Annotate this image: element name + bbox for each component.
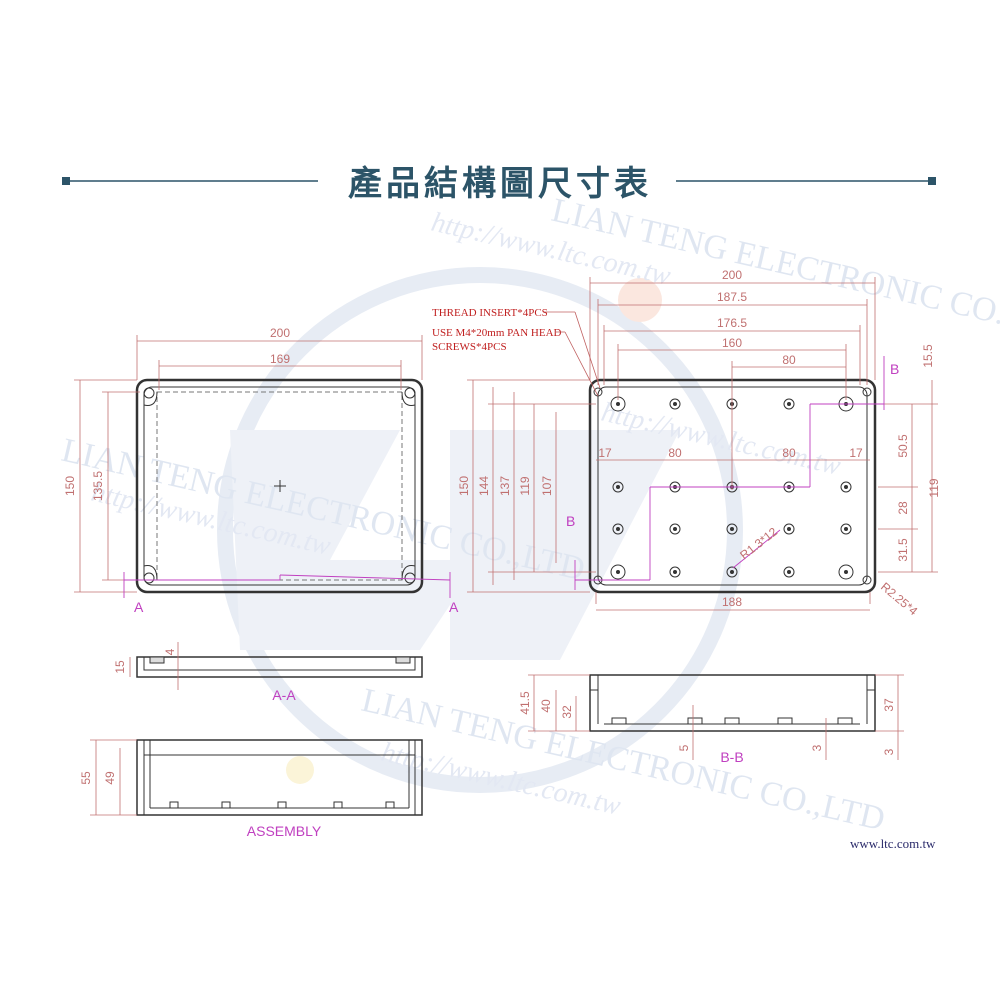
section-b-marker-right: B xyxy=(890,361,899,377)
aa-height: 15 xyxy=(113,660,127,674)
page-title: 產品結構圖尺寸表 xyxy=(348,164,652,204)
boss-hole xyxy=(730,570,734,574)
section-bb-dims xyxy=(528,674,904,760)
bottom-spacing-80-right: 80 xyxy=(782,446,796,460)
section-bb-label: B-B xyxy=(720,749,743,765)
assembly-label: ASSEMBLY xyxy=(247,823,322,839)
section-aa-dims xyxy=(129,642,179,690)
assembly-height-total: 55 xyxy=(79,771,93,785)
boss-hole xyxy=(844,570,848,574)
bottom-width-176-5: 176.5 xyxy=(717,316,747,330)
bottom-view-dims xyxy=(467,277,938,611)
boss-hole xyxy=(844,527,848,531)
bottom-right-15-5: 15.5 xyxy=(921,344,935,368)
mounting-boss xyxy=(612,481,624,493)
mounting-boss xyxy=(726,566,738,578)
header-rule xyxy=(62,177,936,185)
assembly-view xyxy=(136,739,423,816)
assembly-height-body: 49 xyxy=(103,771,117,785)
bottom-width-overall: 200 xyxy=(722,268,742,282)
note-leaders xyxy=(545,311,601,397)
note-screws-line2: SCREWS*4PCS xyxy=(432,341,507,353)
section-b-marker-left: B xyxy=(566,513,575,529)
mounting-boss xyxy=(783,566,795,578)
note-screws-line1: USE M4*20mm PAN HEAD xyxy=(432,327,562,339)
top-view-dims xyxy=(74,335,423,593)
mounting-boss xyxy=(840,481,852,493)
bottom-right-119: 119 xyxy=(927,478,941,497)
boss-hole xyxy=(787,570,791,574)
boss-hole xyxy=(844,485,848,489)
bb-height-37: 37 xyxy=(882,698,896,712)
boss-hole xyxy=(673,570,677,574)
bottom-width-188: 188 xyxy=(722,595,742,609)
bb-height-3a: 3 xyxy=(810,744,824,751)
header-rule-left-square xyxy=(62,177,70,185)
footer-url: www.ltc.com.tw xyxy=(850,836,936,851)
bb-height-41-5: 41.5 xyxy=(518,691,532,715)
bottom-radius-inner: R1.3*12 xyxy=(737,524,780,562)
watermark: LIAN TENG ELECTRONIC CO.,LTD LIAN TENG E… xyxy=(58,192,1000,839)
section-bb-view xyxy=(589,674,876,732)
mounting-boss xyxy=(726,523,738,535)
section-aa-view xyxy=(136,656,423,678)
assembly-dims xyxy=(90,739,137,816)
bottom-height-137: 137 xyxy=(498,476,512,496)
bottom-width-80: 80 xyxy=(782,353,796,367)
bottom-spacing-80-left: 80 xyxy=(668,446,682,460)
bottom-right-50-5: 50.5 xyxy=(896,434,910,458)
mounting-boss xyxy=(840,523,852,535)
boss-hole xyxy=(787,402,791,406)
boss-hole xyxy=(616,570,620,574)
top-width-inner: 169 xyxy=(270,352,290,366)
top-height-inner: 135.5 xyxy=(91,471,105,501)
boss-hole xyxy=(730,527,734,531)
bottom-right-31-5: 31.5 xyxy=(896,538,910,562)
corner-screw-hole xyxy=(862,387,872,397)
bottom-spacing-17-right: 17 xyxy=(849,446,863,460)
corner-screw-hole xyxy=(862,575,872,585)
top-height-overall: 150 xyxy=(63,476,77,496)
mounting-boss xyxy=(669,566,681,578)
bb-height-32: 32 xyxy=(560,705,574,719)
section-a-marker-right: A xyxy=(449,599,459,615)
aa-wall: 4 xyxy=(163,648,177,655)
mounting-boss xyxy=(669,523,681,535)
boss-hole xyxy=(673,527,677,531)
bottom-width-160: 160 xyxy=(722,336,742,350)
bottom-right-28: 28 xyxy=(896,501,910,515)
bottom-height-107: 107 xyxy=(540,476,554,496)
section-a-marker-left: A xyxy=(134,599,144,615)
mounting-boss xyxy=(612,523,624,535)
bb-height-40: 40 xyxy=(539,699,553,713)
header-rule-right-square xyxy=(928,177,936,185)
section-b-cut xyxy=(574,356,885,590)
boss-hole xyxy=(787,527,791,531)
bottom-height-119: 119 xyxy=(518,476,532,495)
bb-height-5: 5 xyxy=(677,744,691,751)
boss-hole xyxy=(673,402,677,406)
note-thread-insert: THREAD INSERT*4PCS xyxy=(432,307,548,319)
top-width-overall: 200 xyxy=(270,326,290,340)
mounting-boss xyxy=(783,523,795,535)
bb-height-3b: 3 xyxy=(882,748,896,755)
bottom-height-144: 144 xyxy=(477,476,491,496)
bottom-radius-corner: R2.25*4 xyxy=(878,580,920,619)
boss-hole xyxy=(616,485,620,489)
boss-hole xyxy=(616,402,620,406)
bottom-view xyxy=(588,378,877,594)
bottom-width-187-5: 187.5 xyxy=(717,290,747,304)
section-a-cut xyxy=(123,572,451,598)
bottom-spacing-17-left: 17 xyxy=(598,446,612,460)
boss-hole xyxy=(616,527,620,531)
bottom-height-150: 150 xyxy=(457,476,471,496)
section-aa-label: A-A xyxy=(272,687,296,703)
mounting-boss xyxy=(783,398,795,410)
thread-insert-boss xyxy=(610,564,626,580)
mounting-boss xyxy=(669,398,681,410)
thread-insert-boss xyxy=(838,564,854,580)
